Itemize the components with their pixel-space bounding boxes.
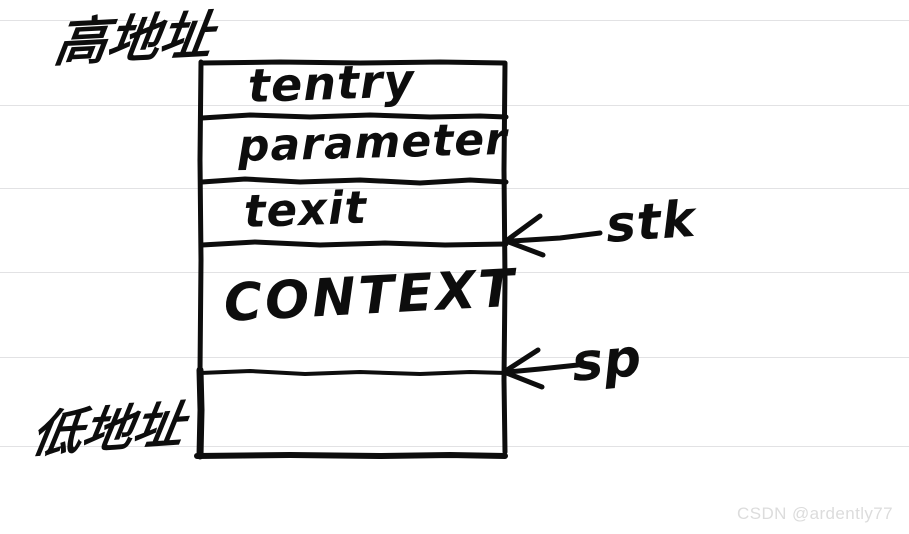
divider-tentry-parameter [199, 112, 509, 121]
segment-label-context: CONTEXT [222, 258, 519, 334]
high-address-label: 高地址 [50, 5, 217, 74]
segment-label-tentry: tentry [247, 53, 416, 113]
pointer-arrow-sp [501, 347, 581, 390]
box-left-edge-upper [197, 59, 204, 375]
low-address-label: 低地址 [27, 395, 189, 464]
divider-parameter-texit [199, 176, 509, 186]
pointer-label-sp: sp [569, 327, 645, 394]
pointer-label-stk: stk [603, 189, 698, 254]
stk-arrow-head-upper [503, 213, 543, 244]
stack-segment-dividers [198, 112, 509, 377]
sp-arrow-shaft [505, 362, 581, 375]
sp-arrow-head-upper [501, 347, 541, 375]
divider-context-sp [198, 368, 508, 377]
box-top-edge [198, 59, 507, 66]
segment-label-parameter: parameter [237, 113, 509, 172]
box-right-edge [501, 60, 508, 455]
sp-arrow-head-lower [501, 369, 545, 390]
stk-arrow-shaft [509, 230, 603, 244]
box-left-edge-lower [196, 366, 205, 460]
box-bottom-edge [194, 451, 508, 460]
pointer-arrow-stk [503, 213, 603, 258]
segment-label-texit: texit [243, 180, 368, 238]
csdn-watermark: CSDN @ardently77 [737, 504, 893, 523]
stk-arrow-head-lower [503, 238, 546, 258]
divider-texit-context [199, 239, 509, 248]
stack-box-outline [194, 59, 508, 460]
